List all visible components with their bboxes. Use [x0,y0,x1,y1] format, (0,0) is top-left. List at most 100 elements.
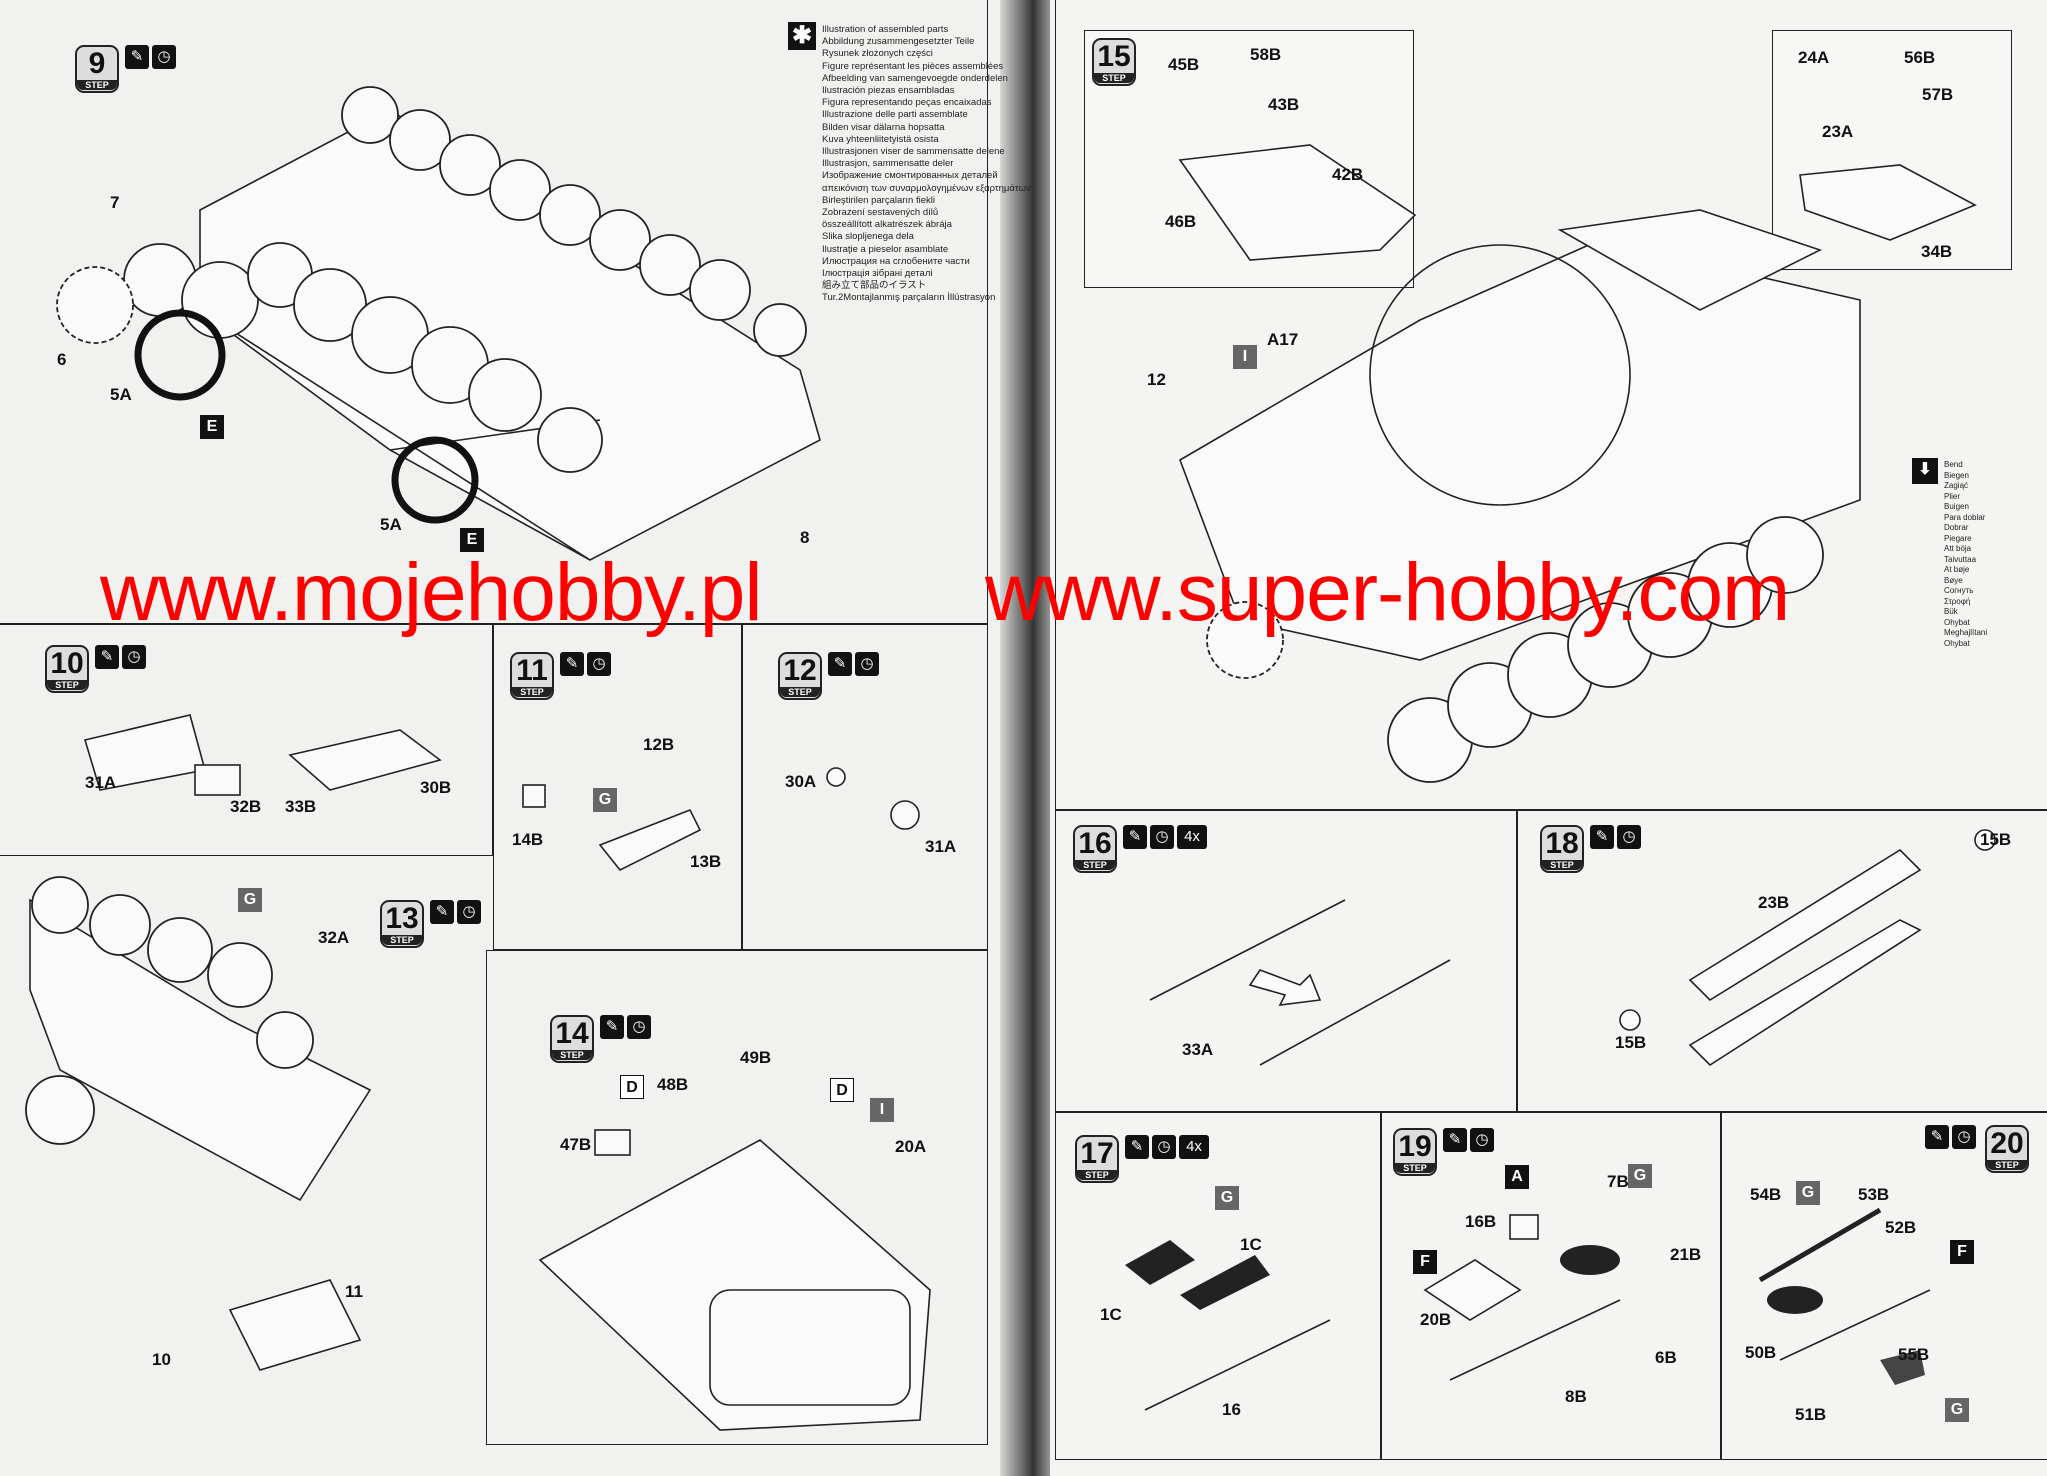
part-13b [598,808,702,872]
step-number: 10 [50,647,84,680]
sprue-tag: D [830,1078,854,1102]
part-label: 8 [800,528,810,547]
part-label: 5A [110,385,132,404]
glue-icon: ✎ [1925,1125,1949,1149]
part-label: 7B [1607,1172,1629,1191]
legend-line: Rysunek złożonych części [822,48,933,60]
legend-line: Tur.2Montajlanmış parçaların İllüstrasyo… [822,292,996,304]
step-word: STEP [1542,860,1582,870]
step-icons: ✎◷ [1925,1125,1979,1149]
legend-line: Att böja [1944,544,1972,553]
legend-line: απεικόνιση των συναρμολογημένων εξαρτημά… [822,182,1031,194]
part-label: 33B [285,797,317,816]
legend-line: Изображение смонтированных деталей [822,170,998,182]
clock-icon: ◷ [1470,1128,1494,1152]
part-label: 48B [657,1075,689,1094]
step-word: STEP [1094,73,1134,83]
part-42b [1178,144,1417,261]
sprue-tag: G [1796,1181,1820,1205]
step-number: 11 [516,654,548,687]
part-label: 30A [785,772,817,791]
part-label: 20B [1420,1310,1452,1329]
step-icons: ✎◷ [125,45,179,69]
legend-line: összeállított alkatrészek ábrája [822,219,952,231]
part-label: 46B [1165,212,1197,231]
part-label: 21B [1670,1245,1702,1264]
legend-line: Slika sloplјenega dela [822,231,914,243]
legend-line: Zobrazení sestavených dílů [822,207,939,219]
step-number: 12 [783,654,817,687]
step-icons: ✎◷ [430,900,484,924]
step-word: STEP [1077,1170,1117,1180]
legend-line: Birleştirilen parçaların fiekli [822,194,935,206]
sprue-tag: F [1413,1250,1437,1274]
part-label: 32A [318,928,350,947]
legend-line: Согнуть [1944,586,1974,595]
sprue-tag: G [238,888,262,912]
step-icons: ✎◷ [600,1015,654,1039]
part-label: 6B [1655,1348,1677,1367]
part-label: 20A [895,1137,927,1156]
watermark-super-hobby: www.super-hobby.com [985,547,1790,638]
sprue-tag: G [1215,1186,1239,1210]
part-label: A17 [1267,330,1299,349]
legend-line: At bøje [1944,565,1970,574]
legend-line: Bük [1944,607,1958,616]
step-17-panel [1055,1112,1381,1460]
part-label: 51B [1795,1405,1827,1424]
part-label: 23B [1758,893,1790,912]
sprue-tag: I [1233,345,1257,369]
step-word: STEP [77,80,117,90]
glue-icon: ✎ [560,652,584,676]
part-label: 53B [1858,1185,1890,1204]
step-number: 20 [1990,1127,2024,1160]
legend-line: Ilustración piezas ensambladas [822,85,955,97]
part-label: 6 [57,350,67,369]
sprue-tag: E [200,415,224,439]
part-label: 57B [1922,85,1954,104]
legend-line: Zagiąć [1944,481,1969,490]
legend-line: Piegare [1944,533,1972,543]
clock-icon: ◷ [1952,1125,1976,1149]
clock-icon: ◷ [627,1015,651,1039]
clock-icon: ◷ [457,900,481,924]
step-number: 19 [1398,1130,1432,1163]
step-word: STEP [780,687,820,697]
part-label: 30B [420,778,452,797]
legend-line: Ilustraţie a pieselor asamblate [822,243,949,255]
legend-line: Ohybat [1944,638,1970,648]
part-32b [194,764,241,796]
step-word: STEP [1987,1160,2027,1170]
legend-line: Kuva yhteenliitetyistä osista [822,133,939,145]
part-label: 31A [925,837,957,856]
part-23b [1688,848,1922,1002]
clock-icon: ◷ [1617,825,1641,849]
glue-icon: ✎ [1590,825,1614,849]
step-word: STEP [47,680,87,690]
legend-line: Illustrasjonen viser de sammensatte dele… [822,146,1005,158]
part-label: 1C [1100,1305,1122,1324]
part-label: 14B [512,830,544,849]
sprue-tag: E [460,528,484,552]
part-label: 13B [690,852,722,871]
